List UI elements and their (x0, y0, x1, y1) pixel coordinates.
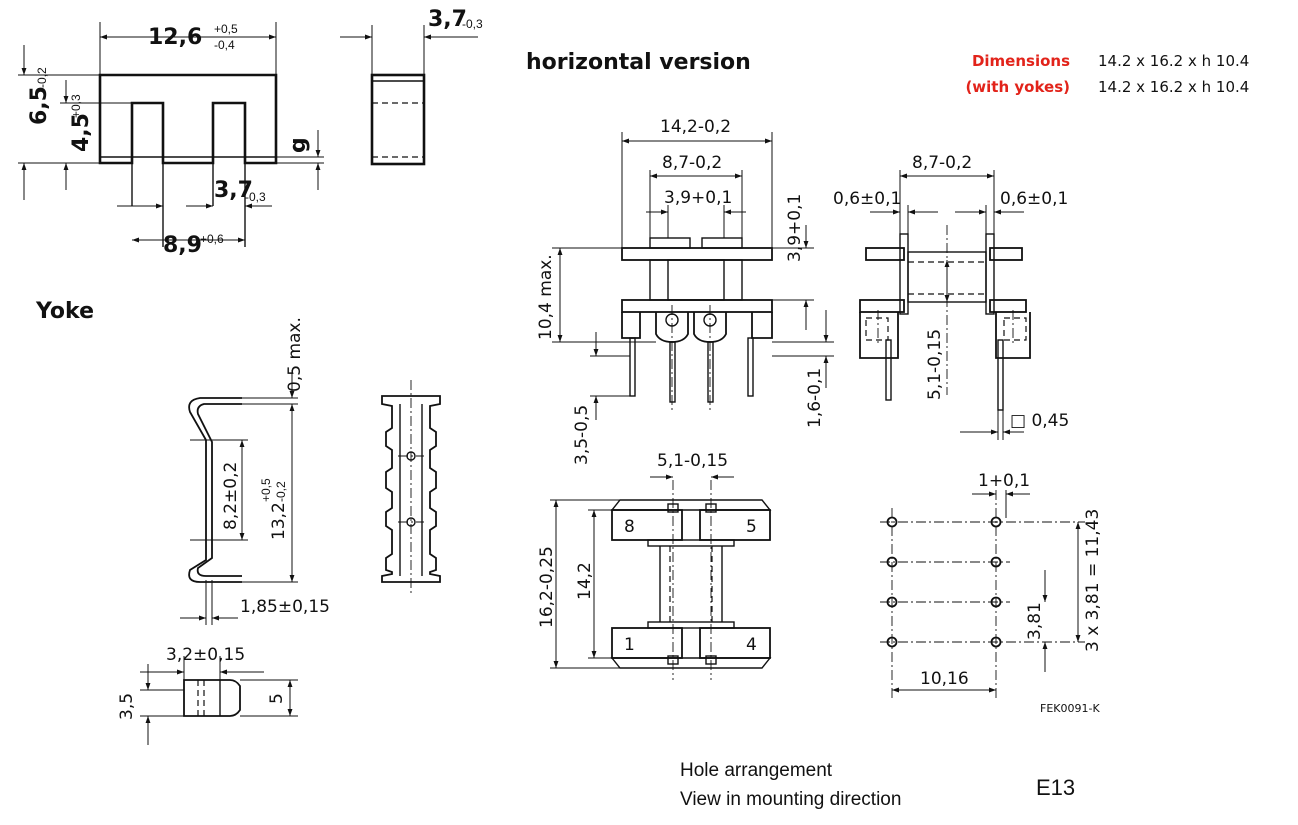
core-width-tol-minus: -0,4 (214, 38, 235, 52)
caption-line-2: View in mounting direction (680, 789, 901, 810)
hole-arrangement: 1+0,1 3 x 3,81 = 11,43 3,81 10,16 FEK009… (880, 471, 1103, 715)
yoke-overall-tol-plus: +0,5 (259, 478, 273, 502)
part-code: E13 (1036, 775, 1075, 800)
e-core-side-view: 3,7 -0,3 (340, 7, 483, 166)
window-width-value: 8,9 (163, 233, 202, 258)
window-width-tol: +0,6 (200, 232, 224, 246)
yoke-max-thickness: 0,5 max. (285, 317, 305, 392)
spec-label-with-yokes: (with yokes) (965, 78, 1070, 96)
caption-line-1: Hole arrangement (680, 760, 833, 781)
spec-label-dimensions: Dimensions (972, 52, 1070, 70)
pin-label-8: 8 (624, 517, 635, 537)
gap-label: g (286, 137, 311, 153)
pin-label-5: 5 (746, 517, 757, 537)
bobbin-max-height: 10,4 max. (536, 254, 556, 340)
yoke-overall-height: 13,2 (269, 502, 289, 540)
side-right-tol: 0,6±0,1 (1000, 189, 1068, 209)
core-height-tol: -0,2 (35, 67, 49, 88)
yoke-spring-width: 1,85±0,15 (240, 597, 330, 617)
yoke-overall-tab: 5 (267, 693, 287, 704)
horizontal-version-heading: horizontal version (526, 50, 751, 75)
yoke-tab-width: 3,2±0,15 (166, 645, 245, 665)
yoke-tab-height: 3,5 (117, 693, 137, 720)
hole-offset: 1+0,1 (978, 471, 1030, 491)
yoke-heading: Yoke (35, 299, 94, 324)
bobbin-pin-length: 3,5-0,5 (572, 405, 592, 465)
side-left-tol: 0,6±0,1 (833, 189, 901, 209)
core-width-value: 12,6 (148, 25, 202, 50)
side-width-tol: -0,3 (462, 17, 483, 31)
inner-height-tol: +0,3 (69, 94, 83, 118)
yoke-front-view (381, 380, 441, 596)
core-height-value: 6,5 (27, 86, 52, 125)
spec-value-with-yokes: 14.2 x 16.2 x h 10.4 (1098, 78, 1249, 96)
pin-label-4: 4 (746, 635, 757, 655)
bobbin-overall-width: 14,2-0,2 (660, 117, 731, 137)
bobbin-inner-width: 3,9+0,1 (664, 188, 732, 208)
yoke-overall-tol-minus: -0,2 (274, 481, 288, 502)
side-height: 5,1-0,15 (925, 329, 945, 400)
figure-code: FEK0091-K (1040, 702, 1100, 715)
bobbin-flange-height: 3,9+0,1 (785, 194, 805, 262)
yoke-inner-height: 8,2±0,2 (221, 462, 241, 530)
core-width-tol-plus: +0,5 (214, 22, 238, 36)
top-inner-length: 14,2 (575, 562, 595, 600)
bobbin-top-view: 8 5 1 4 5,1-0,15 16,2-0,25 14,2 (537, 451, 772, 680)
leg-width-value: 3,7 (214, 178, 253, 203)
leg-width-tol: -0,3 (245, 190, 266, 204)
spec-value-dimensions: 14.2 x 16.2 x h 10.4 (1098, 52, 1249, 70)
bobbin-pin-offset: 1,6-0,1 (805, 368, 825, 428)
top-overall-length: 16,2-0,25 (537, 546, 557, 628)
side-mid-width: 8,7-0,2 (912, 153, 972, 173)
e-core-front-view: 12,6 +0,5 -0,4 6,5 -0,2 4,5 +0,3 g 3,7 -… (18, 22, 324, 258)
bobbin-side-view: 8,7-0,2 0,6±0,1 0,6±0,1 5,1-0,15 □ 0,45 (833, 153, 1069, 440)
bobbin-mid-width: 8,7-0,2 (662, 153, 722, 173)
pin-square-size: □ 0,45 (1010, 411, 1069, 431)
inner-height-value: 4,5 (69, 113, 94, 152)
hole-column-span: 10,16 (920, 669, 969, 689)
top-pin-spacing: 5,1-0,15 (657, 451, 728, 471)
side-width-value: 3,7 (428, 7, 467, 32)
yoke-side-view: 0,5 max. 8,2±0,2 13,2 +0,5 -0,2 1,85±0,1… (180, 317, 330, 625)
bobbin-front-view: 14,2-0,2 8,7-0,2 3,9+0,1 3,9+0,1 10,4 ma… (536, 117, 834, 465)
yoke-tab-detail: 3,2±0,15 3,5 5 (117, 645, 298, 745)
hole-pitch: 3,81 (1025, 602, 1045, 640)
pin-label-1: 1 (624, 635, 635, 655)
hole-row-span: 3 x 3,81 = 11,43 (1083, 509, 1103, 652)
